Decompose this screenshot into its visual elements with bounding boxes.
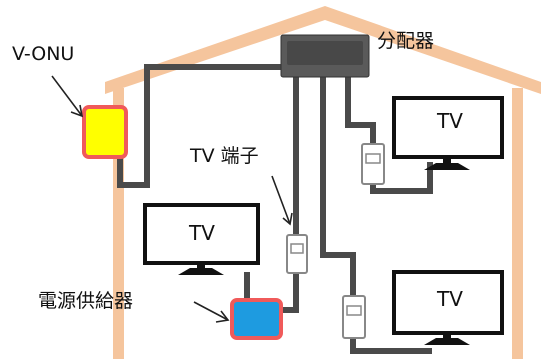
- tv-2-label: TV: [436, 109, 463, 133]
- tv-3-label: TV: [436, 287, 463, 311]
- splitter-label: 分配器: [377, 30, 434, 52]
- house-right-wall: [512, 88, 523, 359]
- splitter: [280, 34, 370, 78]
- tv-2: TV: [392, 96, 504, 170]
- cable-tv-bottom-right: [320, 72, 432, 354]
- arrow-tv-terminal: [271, 175, 293, 226]
- house: [105, 6, 541, 359]
- onu-device: [82, 105, 128, 159]
- tv-outlet-2: [361, 143, 385, 185]
- tv-3: TV: [392, 270, 504, 345]
- arrow-power-supply: [193, 301, 230, 323]
- cable-power: [278, 72, 299, 313]
- tv-3-stand: [424, 338, 470, 345]
- tv-terminal-label: TV 端子: [189, 145, 259, 167]
- tv-outlet-1: [286, 234, 308, 274]
- tv-outlets: [286, 143, 385, 339]
- cable-onu: [117, 64, 285, 188]
- onu-label: V-ONU: [12, 43, 74, 65]
- tv-outlet-3: [342, 295, 366, 339]
- house-left-wall: [113, 88, 124, 359]
- power-supply-label: 電源供給器: [38, 290, 133, 312]
- callout-arrows: [51, 75, 293, 323]
- tv-2-screen: [392, 96, 504, 159]
- tv-1-label: TV: [188, 221, 215, 245]
- tv-2-stand: [424, 163, 470, 170]
- tv-1: TV: [143, 203, 260, 275]
- splitter-face: [287, 41, 363, 65]
- arrow-onu: [51, 75, 84, 118]
- tv-1-stand: [178, 268, 224, 275]
- power-supply-device: [230, 298, 283, 340]
